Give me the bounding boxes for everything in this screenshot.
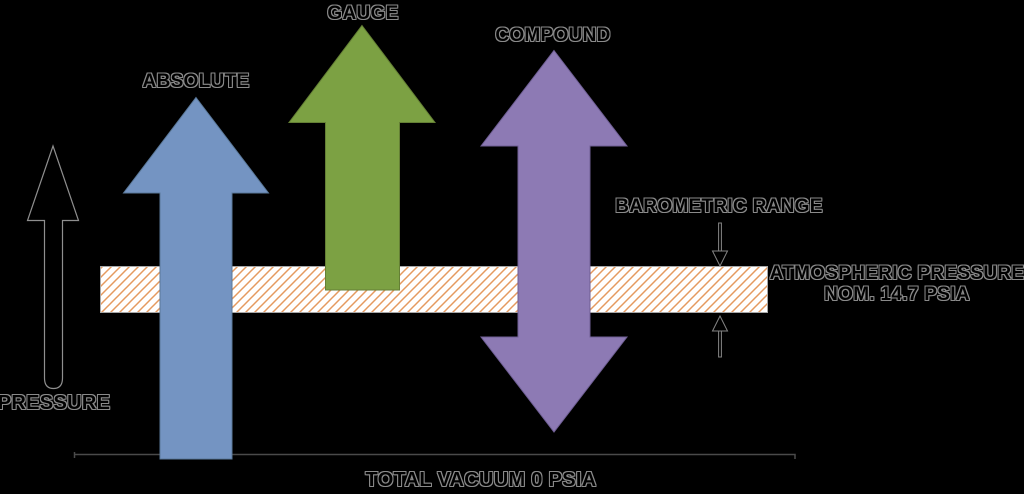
compound-arrow [479, 49, 629, 433]
barometric-range-label: BAROMETRIC RANGE [615, 196, 823, 217]
absolute-arrow [122, 96, 270, 460]
atmospheric-pressure-label: ATMOSPHERIC PRESSURE NOM. 14.7 PSIA [770, 263, 1024, 305]
atmospheric-pressure-label-line1: ATMOSPHERIC PRESSURE [769, 263, 1024, 284]
atmospheric-pressure-label-line2: NOM. 14.7 PSIA [824, 284, 970, 305]
total-vacuum-baseline [73, 452, 796, 459]
pressure-axis-arrow [26, 144, 80, 390]
barometric-down-arrow-head [711, 250, 729, 268]
gauge-arrow [287, 24, 437, 291]
barometric-down-arrow-shaft [718, 222, 722, 253]
total-vacuum-baseline-label: TOTAL VACUUM 0 PSIA [365, 469, 597, 491]
gauge-arrow-label: GAUGE [327, 3, 399, 24]
barometric-up-arrow-shaft [718, 330, 722, 358]
barometric-up-arrow-head [711, 314, 729, 332]
absolute-arrow-label: ABSOLUTE [142, 71, 250, 92]
barometric-range-indicator-arrows [711, 222, 729, 358]
pressure-axis-label: PRESSURE [0, 392, 111, 414]
compound-arrow-label: COMPOUND [495, 25, 611, 46]
